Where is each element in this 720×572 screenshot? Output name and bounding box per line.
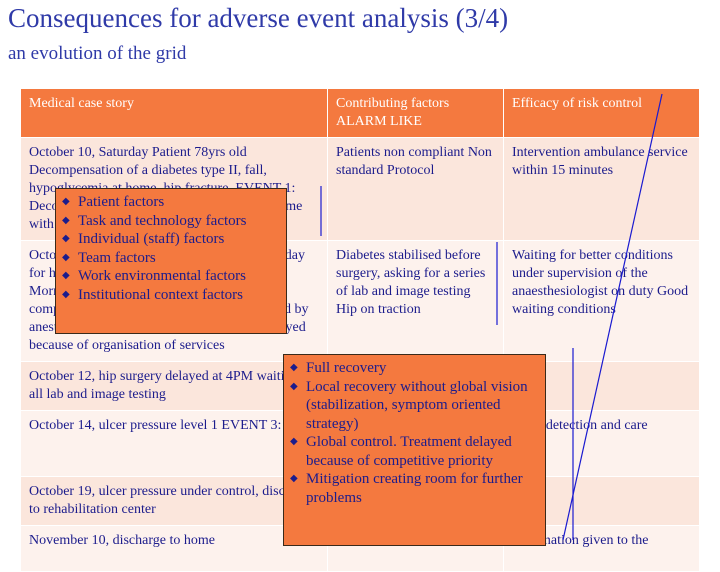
table-cell: Waiting for better conditions under supe…	[503, 240, 700, 362]
diamond-bullet-icon: ◆	[290, 362, 298, 373]
list-item: ◆Team factors	[62, 249, 156, 266]
list-item: ◆Mitigation creating room for further pr…	[290, 471, 523, 506]
header-medical-case-story: Medical case story	[20, 88, 328, 138]
diamond-bullet-icon: ◆	[62, 288, 70, 300]
diamond-bullet-icon: ◆	[62, 270, 70, 281]
risk-control-efficacy-popup: ◆Full recovery ◆Local recovery without g…	[283, 354, 546, 546]
diamond-bullet-icon: ◆	[62, 196, 70, 207]
risk-control-efficacy-list: ◆Full recovery ◆Local recovery without g…	[284, 359, 545, 507]
diamond-bullet-icon: ◆	[62, 251, 70, 263]
table-cell: Patients non compliant Non standard Prot…	[327, 137, 504, 241]
contributing-factors-list: ◆Patient factors ◆Task and technology fa…	[56, 193, 286, 304]
list-item: ◆Patient factors	[62, 194, 165, 210]
diamond-bullet-icon: ◆	[290, 380, 298, 392]
list-item: ◆Task and technology factors	[62, 212, 247, 229]
slide-subtitle: an evolution of the grid	[8, 43, 187, 64]
table-cell: October 19, ulcer pressure under control…	[20, 476, 328, 526]
diamond-bullet-icon: ◆	[62, 233, 70, 244]
table-header-row: Medical case story Contributing factors …	[20, 88, 700, 138]
header-efficacy-risk-control: Efficacy of risk control	[503, 88, 700, 138]
list-item: ◆Individual (staff) factors	[62, 231, 225, 247]
diamond-bullet-icon: ◆	[62, 214, 70, 226]
table-cell: October 12, hip surgery delayed at 4PM w…	[20, 361, 328, 411]
contributing-factors-popup: ◆Patient factors ◆Task and technology fa…	[55, 188, 287, 334]
diamond-bullet-icon: ◆	[290, 473, 298, 484]
slide-title: Consequences for adverse event analysis …	[8, 3, 509, 33]
table-cell: October 14, ulcer pressure level 1 EVENT…	[20, 410, 328, 477]
list-item: ◆Full recovery	[290, 360, 387, 376]
list-item: ◆Work environmental factors	[62, 268, 246, 284]
list-item: ◆Institutional context factors	[62, 286, 243, 303]
table-cell: Intervention ambulance service within 15…	[503, 137, 700, 241]
list-item: ◆Local recovery without global vision (s…	[290, 378, 528, 432]
table-cell: November 10, discharge to home	[20, 525, 328, 572]
table-cell: Diabetes stabilised before surgery, aski…	[327, 240, 504, 362]
list-item: ◆Global control. Treatment delayed becau…	[290, 434, 512, 469]
diamond-bullet-icon: ◆	[290, 436, 298, 447]
header-contributing-factors: Contributing factors ALARM LIKE	[327, 88, 504, 138]
